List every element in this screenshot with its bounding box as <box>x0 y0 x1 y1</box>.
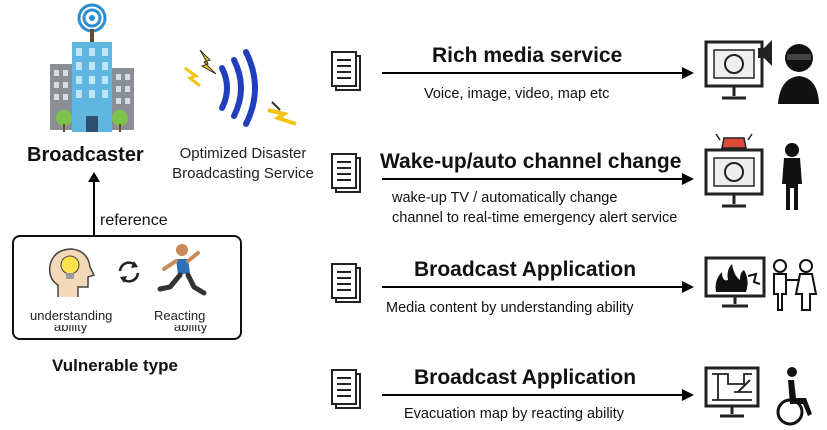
wireless-signal-lightning-icon <box>180 40 305 130</box>
vulnerable-type-title: Vulnerable type <box>52 356 178 375</box>
row-3-desc: Media content by understanding ability <box>386 300 634 316</box>
understanding-sub-label: ability <box>54 325 88 334</box>
reacting-label: Reacting <box>154 309 206 323</box>
vulnerable-type-box: understanding Reacting ability ability <box>12 235 242 340</box>
document-icon <box>330 368 364 412</box>
reference-arrow <box>84 170 104 236</box>
service-label: Optimized Disaster Broadcasting Service <box>158 144 328 184</box>
map-screen-wheelchair-icon <box>704 362 819 426</box>
row-3-arrow <box>382 280 694 294</box>
service-line-2: Broadcasting Service <box>172 165 314 182</box>
running-person-icon <box>154 243 209 301</box>
vulnerable-sublabels-row: ability ability <box>14 325 239 337</box>
service-line-1: Optimized Disaster <box>179 145 307 162</box>
broadcast-tower-building-icon <box>42 2 142 134</box>
row-2-desc-1: wake-up TV / automatically change <box>392 190 618 206</box>
row-1-title: Rich media service <box>432 44 623 67</box>
reference-label: reference <box>100 212 168 229</box>
row-4-arrow <box>382 388 694 402</box>
row-3-title: Broadcast Application <box>414 258 637 281</box>
row-2-arrow <box>382 172 694 186</box>
row-4-desc: Evacuation map by reacting ability <box>404 406 625 422</box>
reacting-sub-label: ability <box>174 325 208 334</box>
understanding-label: understanding <box>30 309 113 323</box>
document-icon <box>330 50 364 94</box>
broadcaster-label: Broadcaster <box>27 144 144 166</box>
alarm-news-monitor-elderly-person-icon <box>704 128 814 212</box>
row-4-title: Broadcast Application <box>414 366 637 389</box>
document-icon <box>330 152 364 196</box>
row-2-title: Wake-up/auto channel change <box>380 150 682 173</box>
understanding-head-lightbulb-icon <box>44 247 99 299</box>
news-monitor-speaker-blind-person-icon <box>704 36 819 106</box>
row-1-desc: Voice, image, video, map etc <box>424 86 610 102</box>
document-icon <box>330 262 364 306</box>
fire-screen-children-icon <box>704 252 819 314</box>
cycle-arrows-icon <box>116 259 142 285</box>
row-1-arrow <box>382 66 694 80</box>
row-2-desc-2: channel to real-time emergency alert ser… <box>392 210 678 226</box>
vulnerable-labels-row: understanding Reacting <box>14 309 239 323</box>
